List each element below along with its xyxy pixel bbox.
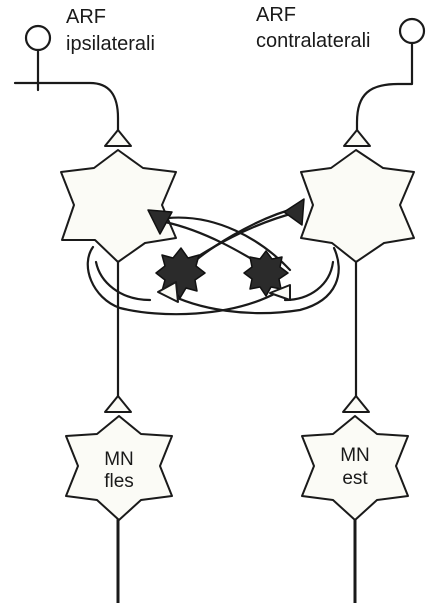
right-dark-terminal [284,199,304,225]
left-mn-label-2: fles [84,472,154,492]
right-mn-label-2: est [320,469,390,489]
left-label-bottom: ipsilaterali [66,33,155,55]
left-motor-terminal [105,396,131,412]
right-mn-label-1: MN [320,446,390,466]
right-receptor-ending [400,19,424,43]
left-receptor-ending [26,26,50,50]
left-interneuron-cell [61,150,176,262]
right-interneuron-cell [301,150,414,262]
right-motor-terminal [343,396,369,412]
right-afferent-terminal [344,130,370,146]
left-label-top: ARF [66,6,106,28]
left-mn-label-1: MN [84,450,154,470]
right-label-top: ARF [256,4,296,26]
left-afferent-terminal [105,130,131,146]
right-label-bottom: contralaterali [256,30,371,52]
